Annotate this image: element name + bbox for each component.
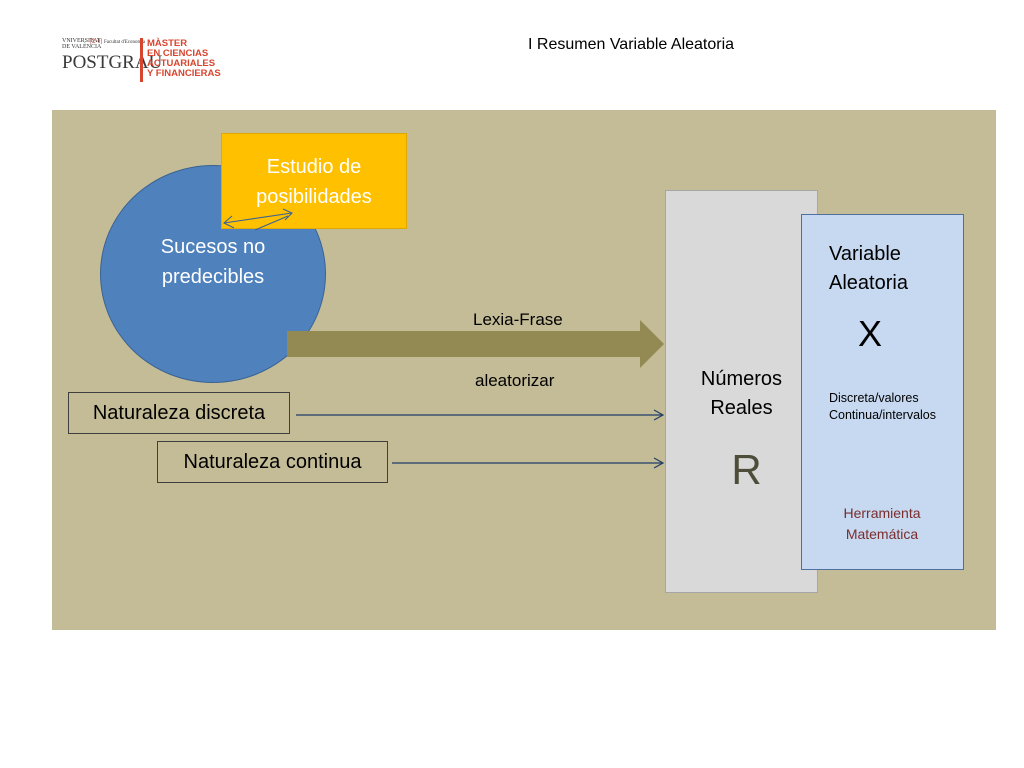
arrow-label-bottom: aleatorizar <box>475 371 555 390</box>
numeros-reales-label: Números Reales <box>665 365 818 423</box>
logo-university-line1: VNIVERSITAT <box>62 38 101 44</box>
logo-master-line: ACTUARIALES <box>147 58 216 69</box>
variable-label-line: Variable <box>829 243 901 265</box>
numeros-reales-box <box>665 190 818 593</box>
variable-label-line: Aleatoria <box>829 272 908 294</box>
sucesos-label-line: Sucesos no <box>160 236 266 258</box>
logo-postgrau: POSTGRAU <box>62 52 163 73</box>
logo-master-text: MÀSTER EN CIENCIAS ACTUARIALES Y FINANCI… <box>147 39 221 79</box>
naturaleza-discreta-box: Naturaleza discreta <box>68 392 290 434</box>
numeros-reales-symbol: R <box>731 446 762 493</box>
numeros-label-line: Reales <box>710 397 773 419</box>
logo-university-mark: [Σ·θ] <box>90 39 103 45</box>
logo-university-line2: DE VALÈNCIA <box>62 44 102 50</box>
variable-aleatoria-box <box>801 214 964 570</box>
postgrau-logo: VNIVERSITAT DE VALÈNCIA [Σ·θ] Facultat d… <box>60 36 230 86</box>
herramienta-label-line: Herramienta <box>843 505 921 521</box>
variable-desc-line: Continua/intervalos <box>829 408 937 422</box>
herramienta-label: Herramienta Matemática <box>830 503 934 545</box>
slide-title: I Resumen Variable Aleatoria <box>528 36 735 53</box>
variable-description: Discreta/valores Continua/intervalos <box>829 390 936 424</box>
variable-symbol: X <box>858 313 883 354</box>
numeros-label-line: Números <box>700 368 783 390</box>
variable-desc-line: Discreta/valores <box>829 391 919 405</box>
logo-faculty: Facultat d'Economia <box>104 40 146 45</box>
estudio-label: Estudio de posibilidades <box>221 152 407 212</box>
variable-aleatoria-label: Variable Aleatoria <box>829 240 908 298</box>
logo-master-line: Y FINANCIERAS <box>147 68 221 79</box>
logo-master-line: EN CIENCIAS <box>147 48 209 59</box>
sucesos-label-line: predecibles <box>161 266 265 288</box>
arrow-label-top: Lexia-Frase <box>473 310 563 329</box>
logo-master-line: MÀSTER <box>147 38 188 49</box>
herramienta-label-line: Matemática <box>845 526 919 542</box>
estudio-label-line: posibilidades <box>256 186 372 208</box>
estudio-label-line: Estudio de <box>266 156 362 178</box>
sucesos-label: Sucesos no predecibles <box>100 232 326 292</box>
naturaleza-continua-box: Naturaleza continua <box>157 441 388 483</box>
logo-divider <box>140 38 143 82</box>
